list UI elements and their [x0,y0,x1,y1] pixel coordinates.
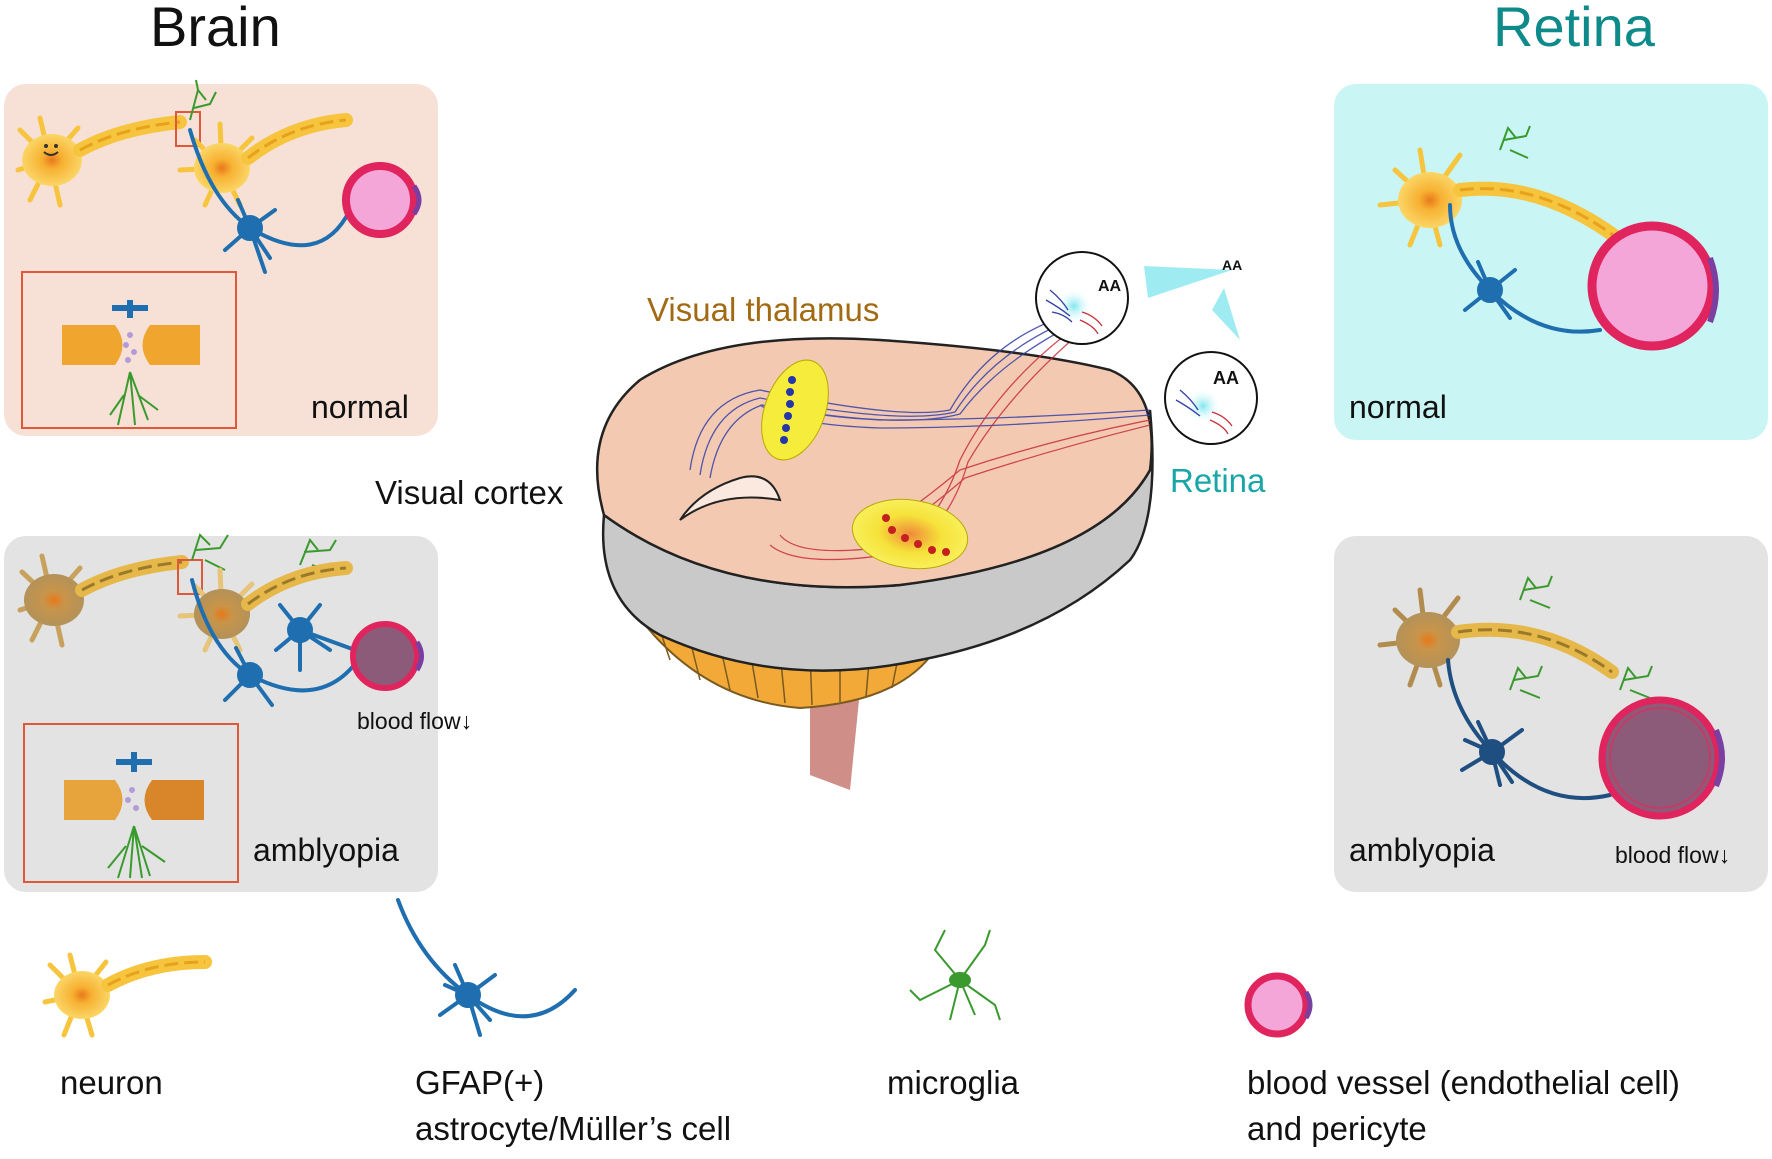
brain-normal-neuron-left [15,115,187,208]
retina-normal-astrocyte [1448,203,1602,334]
heading-brain: Brain [150,0,281,58]
brain-normal-astrocyte [188,128,352,274]
brain-amblyopia-synapse-inset [23,723,239,883]
brain-normal-label: normal [311,389,409,425]
legend-microglia-label: microglia [887,1064,1020,1101]
legend-astrocyte-label-2: astrocyte/Müller’s cell [415,1110,732,1147]
retina-amblyopia-astrocyte [1446,658,1612,800]
retina-normal-label: normal [1349,389,1447,425]
legend-astrocyte-icon [396,898,577,1037]
visual-cortex-region [851,498,969,570]
retina-normal-neuron [1377,147,1627,248]
brain-amblyopia-label: amblyopia [253,832,399,868]
synapse-zoom-box-amblyopia [177,559,203,595]
retina-blood-flow-label: blood flow↓ [1615,842,1731,868]
brain-normal-synapse-inset [21,271,237,429]
legend-vessel-label-1: blood vessel (endothelial cell) [1247,1064,1680,1101]
brain-slice [595,337,1154,672]
brainstem [810,680,860,790]
eye-upper [1035,251,1129,345]
eye-lower [1164,351,1258,445]
legend-neuron-icon [42,952,212,1038]
retina-amblyopia-neuron [1377,587,1619,688]
retina-amblyopia-label: amblyopia [1349,832,1495,868]
eye-lower-text: AA [1213,368,1239,388]
synapse-zoom-box [175,111,201,147]
brain-amblyopia-vessel [350,621,424,691]
brain-normal-vessel [342,162,422,238]
eye-upper-text: AA [1098,278,1122,295]
legend-microglia-icon [909,929,1001,1021]
brain-amblyopia-neuron-left [17,553,189,648]
legend-vessel-icon [1244,972,1313,1038]
floating-aa-text: AA [1222,257,1243,273]
brain-normal-microglia [189,79,217,121]
retina-center-label: Retina [1170,462,1266,499]
heading-retina: Retina [1493,0,1655,58]
retina-normal-microglia [1499,125,1531,159]
visual-thalamus-label: Visual thalamus [647,291,880,328]
brain-blood-flow-label: blood flow↓ [357,708,473,734]
legend-neuron-label: neuron [60,1064,163,1101]
retina-normal-vessel [1587,221,1719,351]
optic-pathways [689,314,1151,561]
visual-field-cones [1144,266,1240,340]
retina-amblyopia-vessel [1598,696,1725,820]
visual-cortex-label: Visual cortex [375,474,564,511]
visual-thalamus-region [761,359,829,461]
retina-normal-panel [1334,84,1768,440]
retina-amblyopia-microglia [1509,575,1653,699]
brain-amblyopia-astrocytes [190,578,360,707]
legend-vessel-label-2: and pericyte [1247,1110,1427,1147]
legend-astrocyte-label-1: GFAP(+) [415,1064,545,1101]
